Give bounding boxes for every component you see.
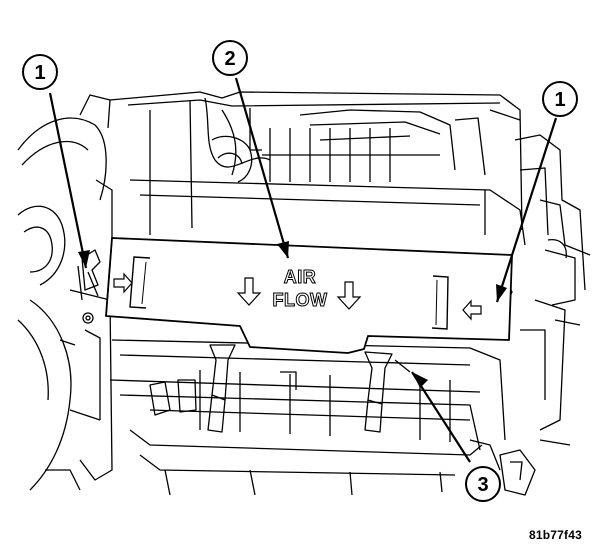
callout-label: 1 [34, 62, 45, 84]
callout-2: 2 [212, 40, 248, 76]
leader-line-1-right [495, 117, 558, 303]
callout-label: 3 [477, 474, 488, 496]
leader-line-2 [234, 77, 290, 259]
callout-label: 2 [224, 48, 235, 70]
arrowhead-2 [277, 241, 289, 258]
arrow-down-icon [236, 277, 262, 306]
callout-1-right: 1 [542, 81, 578, 117]
filter-access-door: AIR FLOW [105, 237, 513, 354]
arrow-right-icon [113, 272, 133, 294]
callout-label: 1 [554, 89, 565, 111]
arrowhead-1-right [496, 284, 507, 302]
left-grip-bracket [129, 256, 151, 309]
leader-lines [48, 77, 558, 463]
leader-line-3 [411, 371, 471, 463]
callout-3: 3 [465, 466, 501, 502]
right-grip-bracket [431, 275, 449, 330]
leader-arrowheads [78, 241, 507, 388]
leader-line-1-left [48, 92, 88, 269]
flow-label: FLOW [273, 290, 328, 310]
arrowhead-3 [412, 372, 428, 388]
arrowhead-1-left [78, 250, 90, 268]
hvac-housing-lineart [17, 91, 591, 496]
air-label: AIR [284, 267, 317, 287]
figure-id-label: 81b77f43 [529, 528, 582, 542]
arrow-down-icon [336, 281, 362, 310]
callout-1-left: 1 [22, 54, 58, 90]
arrow-left-icon [462, 299, 482, 321]
